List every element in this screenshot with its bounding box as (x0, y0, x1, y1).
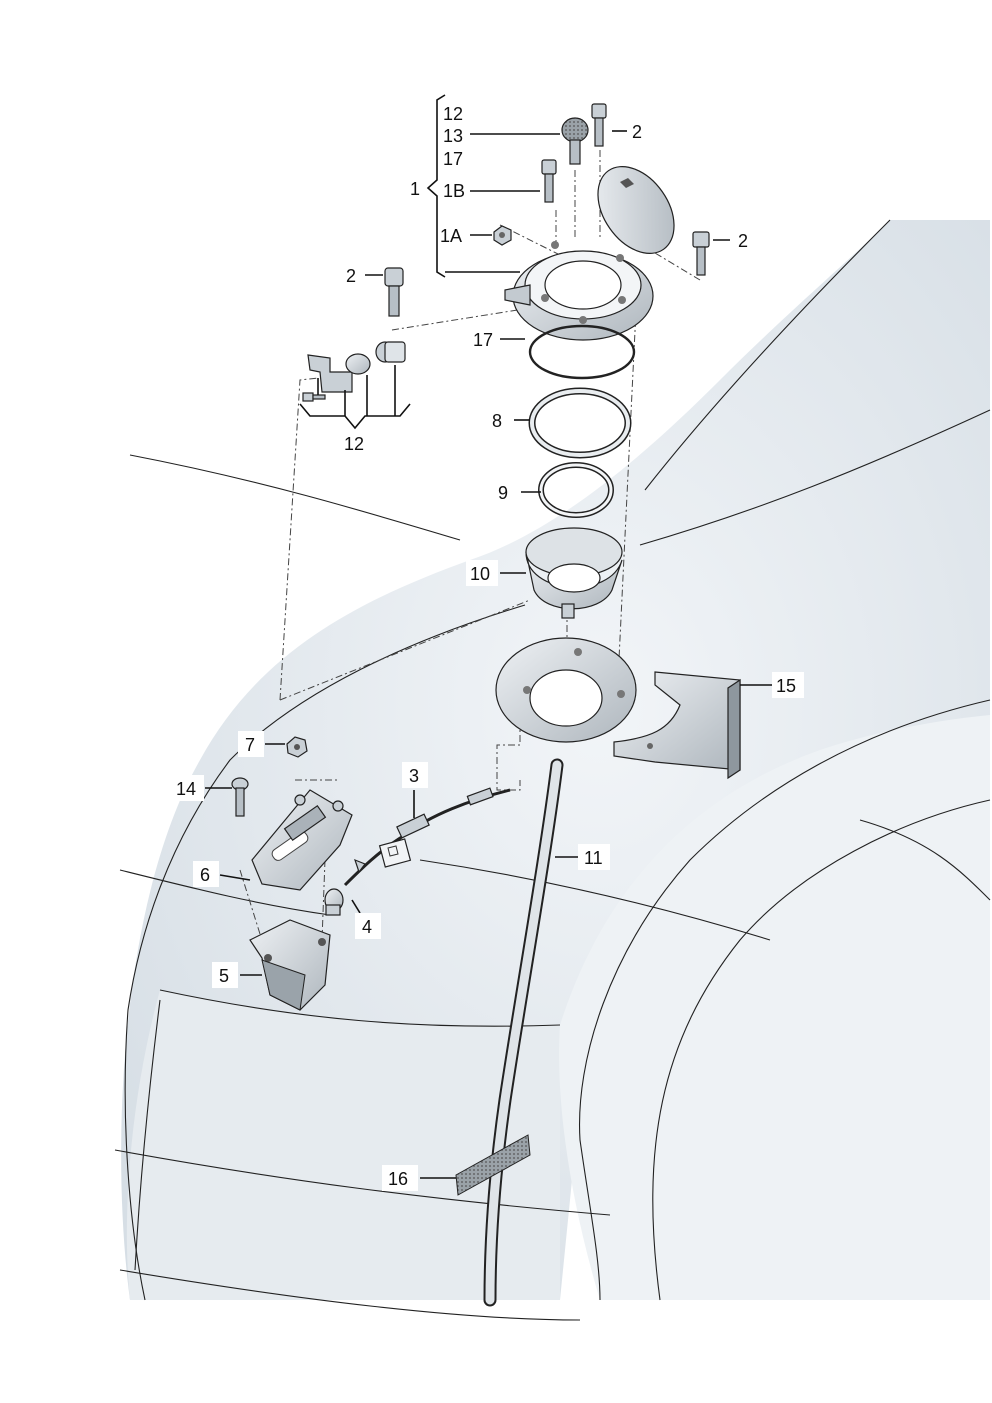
body-contour-13 (859, 819, 991, 901)
plunger-13 (561, 117, 589, 165)
callout-11: 11 (584, 848, 603, 868)
wheel-arch-shade (559, 715, 990, 1300)
callout-16: 16 (388, 1169, 408, 1189)
callout-17-top: 17 (443, 149, 463, 169)
callout-15: 15 (776, 676, 796, 696)
callout-17: 17 (473, 330, 493, 350)
group-12-brace (299, 403, 411, 430)
callout-12-top: 12 (443, 104, 463, 124)
callout-6: 6 (200, 865, 210, 885)
release-cable-3 (343, 787, 511, 887)
callout-2-top: 2 (632, 122, 642, 142)
callout-1a: 1A (440, 226, 462, 246)
grommet-4 (324, 888, 344, 916)
callout-9: 9 (498, 483, 508, 503)
nut-7 (286, 736, 308, 758)
screw-14 (231, 777, 249, 817)
body-contour-7 (578, 699, 991, 1301)
callout-labels: 12 13 17 1 1B 1A 2 2 2 17 12 8 9 10 15 7… (172, 104, 804, 1191)
seal-9 (538, 462, 614, 518)
callout-5: 5 (219, 966, 229, 986)
body-contour-6 (419, 859, 771, 941)
fuel-filler-housing (504, 241, 654, 341)
screw-top-right (591, 103, 607, 147)
body-contour-11 (119, 1269, 581, 1321)
screw-right (692, 231, 710, 276)
callout-7: 7 (245, 735, 255, 755)
screw-1b (541, 159, 557, 203)
holder-6 (251, 789, 353, 891)
group-1-brace (426, 94, 446, 278)
body-contour-2 (639, 409, 991, 546)
seal-8 (528, 387, 632, 459)
callout-2-left: 2 (346, 266, 356, 286)
screw-left (384, 267, 404, 317)
filler-funnel-10 (525, 527, 623, 619)
drain-hose-11 (483, 758, 564, 1307)
actuator-5 (249, 919, 331, 1011)
callout-12-bottom: 12 (344, 434, 364, 454)
o-ring-17 (528, 324, 636, 380)
callout-2-right: 2 (738, 231, 748, 251)
callout-1: 1 (410, 179, 420, 199)
body-panel-lower (126, 990, 561, 1300)
callout-14: 14 (176, 779, 196, 799)
body-contour-3 (644, 219, 891, 491)
body-contour-5 (119, 869, 331, 916)
mounting-flange (495, 637, 637, 743)
bracket-15 (613, 671, 741, 780)
body-contour-1 (129, 454, 461, 541)
callout-13: 13 (443, 126, 463, 146)
callout-3: 3 (409, 766, 419, 786)
callout-4: 4 (362, 917, 372, 937)
fuel-flap-lid (597, 166, 675, 254)
body-contour-10 (114, 1149, 611, 1216)
body-contour-9 (159, 989, 561, 1027)
small-parts-12 (302, 341, 406, 402)
callout-8: 8 (492, 411, 502, 431)
callout-10: 10 (470, 564, 490, 584)
tape-16 (455, 1134, 531, 1196)
body-contour-4 (124, 604, 526, 1301)
leader-lines (205, 130, 772, 1179)
body-contour-8 (652, 799, 991, 1301)
callout-1b: 1B (443, 181, 465, 201)
body-contour-12 (134, 999, 161, 1271)
nut-1a (493, 225, 512, 246)
